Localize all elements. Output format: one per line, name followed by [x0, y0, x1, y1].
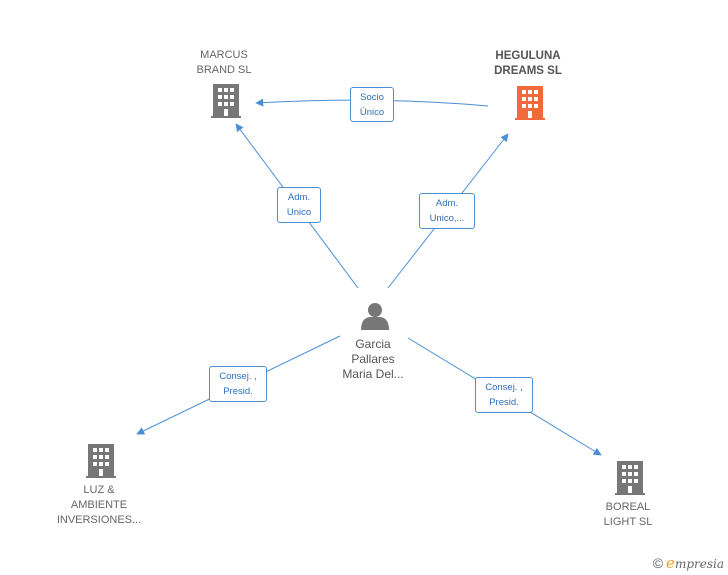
node-label-luz[interactable]: LUZ & AMBIENTE INVERSIONES...	[56, 484, 142, 526]
relation-label-adm-unico: Adm. Unico,...	[419, 193, 475, 229]
building-icon[interactable]	[211, 84, 241, 118]
brand-logo: empresia	[666, 554, 724, 572]
building-icon[interactable]	[615, 461, 645, 495]
relation-label-socio-unico: Socio Único	[350, 87, 394, 122]
person-icon[interactable]	[361, 303, 389, 330]
relation-label-consej-presid: Consej. , Presid.	[475, 377, 533, 413]
node-label-heguluna[interactable]: HEGULUNA DREAMS SL	[494, 50, 562, 77]
node-label-marcus[interactable]: MARCUS BRAND SL	[196, 49, 252, 76]
relation-label-adm-unico: Adm. Unico	[277, 187, 321, 223]
node-label-boreal[interactable]: BOREAL LIGHT SL	[603, 501, 653, 528]
relation-label-consej-presid: Consej. , Presid.	[209, 366, 267, 402]
copyright-symbol: ©	[652, 555, 664, 571]
building-icon[interactable]	[515, 86, 545, 120]
building-icon[interactable]	[86, 444, 116, 478]
node-label-person[interactable]: Garcia Pallares Maria Del...	[342, 337, 404, 381]
footer-brand: © empresia	[653, 554, 724, 572]
